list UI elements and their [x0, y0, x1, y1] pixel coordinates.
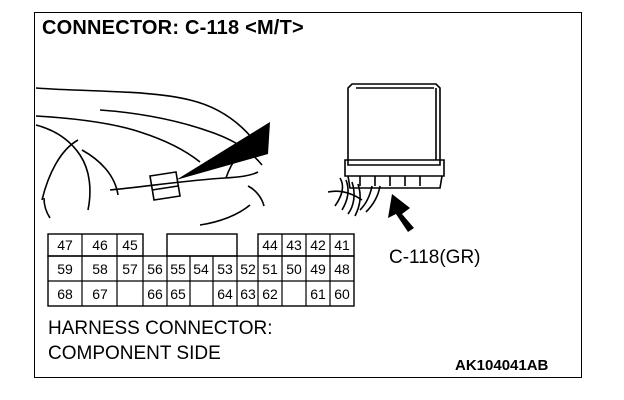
pin-number: 45	[122, 237, 138, 253]
pin-number: 41	[334, 237, 350, 253]
pin-dividers	[48, 234, 354, 306]
pin-number: 43	[286, 237, 302, 253]
pin-number: 44	[262, 237, 278, 253]
pin-number: 54	[193, 261, 209, 277]
pin-number: 58	[92, 261, 108, 277]
pin-number: 56	[147, 261, 163, 277]
pin-number: 49	[310, 261, 326, 277]
pin-number: 65	[170, 286, 186, 302]
pin-number: 46	[92, 237, 108, 253]
pin-number: 52	[240, 261, 256, 277]
connector-title: CONNECTOR: C-118 <M/T>	[42, 17, 304, 39]
pin-number: 68	[57, 286, 73, 302]
drawing-code: AK104041AB	[455, 357, 549, 374]
view-label-line1: HARNESS CONNECTOR:	[48, 318, 273, 339]
pointer-wedge	[176, 122, 270, 180]
view-label-line2: COMPONENT SIDE	[48, 343, 221, 364]
pin-number: 59	[57, 261, 73, 277]
pin-number: 61	[310, 286, 326, 302]
diagram-frame	[34, 12, 582, 378]
pin-number: 47	[57, 237, 73, 253]
pin-number: 60	[334, 286, 350, 302]
pin-number: 48	[334, 261, 350, 277]
pin-number: 64	[217, 286, 233, 302]
pin-number: 53	[217, 261, 233, 277]
connector-id-label: C-118(GR)	[389, 247, 481, 268]
pin-number: 57	[122, 261, 138, 277]
pin-number: 42	[310, 237, 326, 253]
pin-number: 63	[240, 286, 256, 302]
connector-arrow	[388, 194, 414, 232]
pin-number: 51	[262, 261, 278, 277]
pin-number: 55	[170, 261, 186, 277]
pin-number: 67	[92, 286, 108, 302]
pin-number: 66	[147, 286, 163, 302]
pin-number: 62	[262, 286, 278, 302]
pin-number: 50	[286, 261, 302, 277]
ecu-module	[327, 83, 445, 217]
